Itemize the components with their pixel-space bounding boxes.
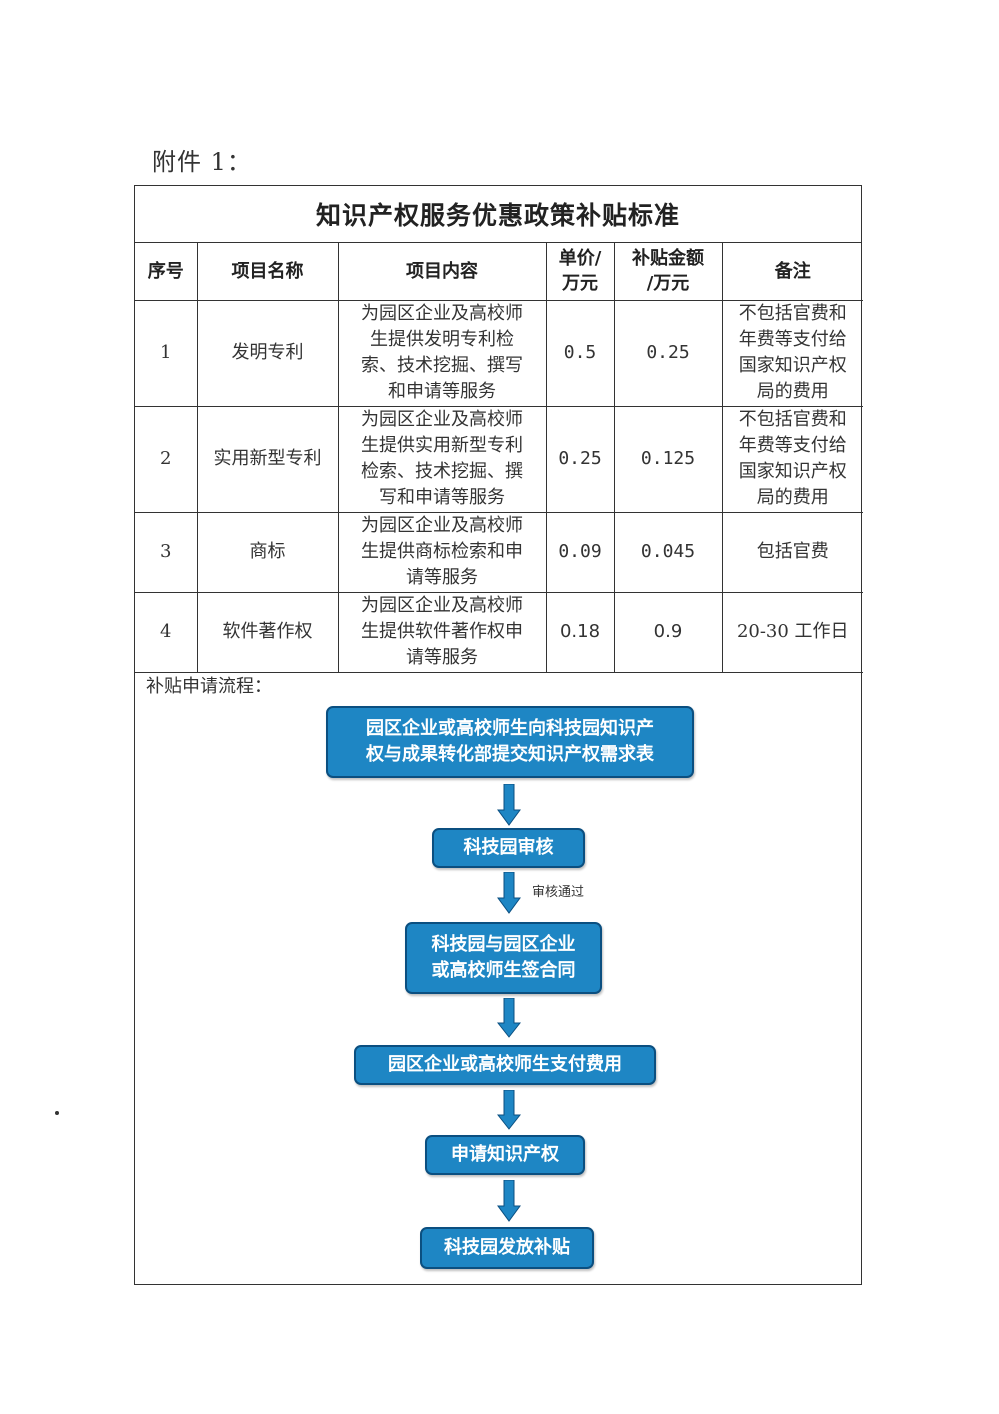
remark-line: 20-30 工作日: [736, 621, 849, 642]
arrow-down-icon: [497, 1090, 521, 1130]
flow-step-apply-ip: 申请知识产权: [425, 1135, 585, 1175]
table-row: 1 发明专利 为园区企业及高校师 生提供发明专利检 索、技术挖掘、撰写 和申请等…: [135, 299, 863, 407]
remark-line: 不包括官费和: [738, 409, 847, 430]
header-seq: 序号: [135, 243, 198, 301]
content-line: 检索、技术挖掘、撰: [361, 461, 523, 482]
remark-line: 国家知识产权: [738, 461, 847, 482]
header-content: 项目内容: [337, 243, 547, 301]
remark-line: 局的费用: [756, 487, 829, 508]
content-line: 为园区企业及高校师: [361, 409, 523, 430]
cell-remark: 不包括官费和 年费等支付给 国家知识产权 局的费用: [721, 405, 863, 513]
cell-subsidy: 0.045: [613, 511, 723, 593]
document-frame: 知识产权服务优惠政策补贴标准 序号 项目名称 项目内容 单价/ 万元 补贴金额 …: [134, 185, 863, 1285]
content-line: 生提供实用新型专利: [361, 435, 523, 456]
header-subsidy-line: 补贴金额: [632, 248, 704, 270]
cell-remark: 20-30 工作日: [721, 591, 863, 673]
content-line: 请等服务: [406, 647, 478, 668]
cell-remark: 包括官费: [721, 511, 863, 593]
cell-unit-price: 0.5: [545, 299, 615, 407]
header-remark: 备注: [721, 243, 863, 301]
flow-step-sign-contract: 科技园与园区企业 或高校师生签合同: [405, 922, 602, 994]
content-line: 生提供发明专利检: [370, 329, 514, 350]
cell-subsidy: 0.125: [613, 405, 723, 513]
header-unit-price: 单价/ 万元: [545, 243, 615, 301]
cell-unit-price: 0.09: [545, 511, 615, 593]
flow-step-line: 科技园与园区企业: [431, 934, 576, 955]
cell-content: 为园区企业及高校师 生提供发明专利检 索、技术挖掘、撰写 和申请等服务: [337, 299, 547, 407]
approval-note: 审核通过: [532, 885, 585, 900]
flow-step-line: 权与成果转化部提交知识产权需求表: [366, 744, 654, 765]
flow-step-issue-subsidy: 科技园发放补贴: [420, 1227, 594, 1269]
flow-step-review: 科技园审核: [432, 828, 585, 868]
flow-step-line: 园区企业或高校师生支付费用: [388, 1054, 622, 1075]
cell-unit-price: 0.18: [545, 591, 615, 673]
content-line: 和申请等服务: [388, 381, 496, 402]
subsidy-table: 序号 项目名称 项目内容 单价/ 万元 补贴金额 /万元 备注 1 发明专利 为…: [135, 243, 863, 673]
cell-seq: 4: [135, 591, 198, 673]
cell-content: 为园区企业及高校师 生提供实用新型专利 检索、技术挖掘、撰 写和申请等服务: [337, 405, 547, 513]
arrow-down-icon: [497, 1180, 521, 1222]
content-line: 为园区企业及高校师: [361, 303, 523, 324]
flow-step-pay-fee: 园区企业或高校师生支付费用: [354, 1045, 656, 1085]
flow-step-line: 科技园发放补贴: [444, 1237, 570, 1258]
header-name: 项目名称: [196, 243, 339, 301]
header-subsidy-line: /万元: [646, 273, 690, 295]
flow-step-line: 申请知识产权: [451, 1144, 559, 1165]
content-line: 为园区企业及高校师: [361, 515, 523, 536]
content-line: 写和申请等服务: [379, 487, 505, 508]
remark-line: 国家知识产权: [738, 355, 847, 376]
cell-seq: 3: [135, 511, 198, 593]
table-row: 2 实用新型专利 为园区企业及高校师 生提供实用新型专利 检索、技术挖掘、撰 写…: [135, 405, 863, 513]
arrow-down-icon: [497, 872, 521, 914]
remark-line: 局的费用: [756, 381, 829, 402]
table-header-row: 序号 项目名称 项目内容 单价/ 万元 补贴金额 /万元 备注: [135, 243, 863, 301]
cell-content: 为园区企业及高校师 生提供商标检索和申 请等服务: [337, 511, 547, 593]
table-row: 3 商标 为园区企业及高校师 生提供商标检索和申 请等服务 0.09 0.045…: [135, 511, 863, 593]
cell-subsidy: 0.25: [613, 299, 723, 407]
process-label: 补贴申请流程：: [146, 676, 272, 697]
cell-seq: 2: [135, 405, 198, 513]
header-unit-price-line: 万元: [562, 273, 598, 295]
cell-unit-price: 0.25: [545, 405, 615, 513]
content-line: 请等服务: [406, 567, 478, 588]
table-title: 知识产权服务优惠政策补贴标准: [135, 186, 861, 243]
remark-line: 年费等支付给: [738, 435, 847, 456]
cell-content: 为园区企业及高校师 生提供软件著作权申 请等服务: [337, 591, 547, 673]
cell-name: 商标: [196, 511, 339, 593]
flow-step-line: 科技园审核: [463, 837, 554, 858]
content-line: 生提供软件著作权申: [361, 621, 523, 642]
attachment-label: 附件 1：: [152, 148, 252, 176]
cell-seq: 1: [135, 299, 198, 407]
scan-speck: [55, 1111, 59, 1115]
content-line: 为园区企业及高校师: [361, 595, 523, 616]
cell-name: 软件著作权: [196, 591, 339, 673]
header-subsidy: 补贴金额 /万元: [613, 243, 723, 301]
header-unit-price-line: 单价/: [558, 248, 602, 270]
cell-name: 实用新型专利: [196, 405, 339, 513]
flow-step-line: 园区企业或高校师生向科技园知识产: [366, 718, 654, 739]
flow-step-line: 或高校师生签合同: [431, 960, 576, 981]
arrow-down-icon: [497, 784, 521, 826]
arrow-down-icon: [497, 998, 521, 1038]
remark-line: 不包括官费和: [738, 303, 847, 324]
remark-line: 包括官费: [756, 541, 829, 562]
table-row: 4 软件著作权 为园区企业及高校师 生提供软件著作权申 请等服务 0.18 0.…: [135, 591, 863, 673]
remark-line: 年费等支付给: [738, 329, 847, 350]
cell-remark: 不包括官费和 年费等支付给 国家知识产权 局的费用: [721, 299, 863, 407]
cell-subsidy: 0.9: [613, 591, 723, 673]
content-line: 索、技术挖掘、撰写: [361, 355, 523, 376]
flow-step-submit-request: 园区企业或高校师生向科技园知识产 权与成果转化部提交知识产权需求表: [326, 706, 694, 778]
cell-name: 发明专利: [196, 299, 339, 407]
content-line: 生提供商标检索和申: [361, 541, 523, 562]
